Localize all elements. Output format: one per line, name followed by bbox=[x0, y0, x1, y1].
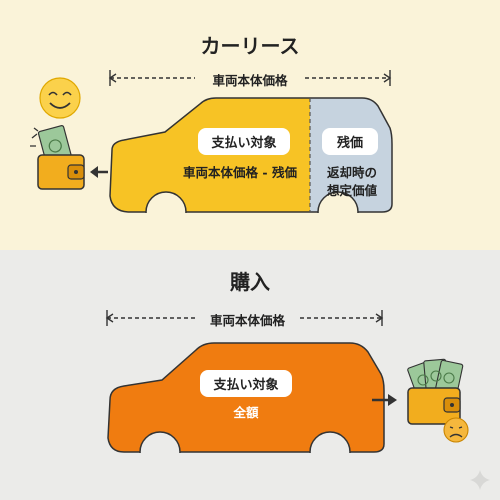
lease-payment-region bbox=[110, 98, 310, 212]
purchase-title: 購入 bbox=[230, 270, 270, 294]
purchase-car-icon bbox=[107, 342, 385, 473]
arrow-left-icon bbox=[90, 166, 108, 178]
lease-dimension-line bbox=[108, 70, 392, 86]
purchase-dimension-label: 車両本体価格 bbox=[209, 313, 285, 328]
lease-dimension-label: 車両本体価格 bbox=[212, 73, 288, 88]
smiley-face-icon bbox=[39, 77, 81, 119]
lease-title: カーリース bbox=[200, 34, 300, 58]
purchase-payment-amount: 全額 bbox=[233, 405, 259, 420]
sparkle-icon bbox=[470, 470, 490, 490]
arrow-right-icon bbox=[372, 394, 397, 406]
purchase-dimension-line bbox=[105, 310, 384, 326]
lease-wallet-icon bbox=[30, 125, 85, 190]
wallet-cash-icon bbox=[407, 358, 464, 425]
residual-pill: 残価 bbox=[322, 128, 378, 155]
lease-car-icon bbox=[109, 97, 393, 233]
lease-payment-pill: 支払い対象 bbox=[198, 128, 290, 155]
purchase-payment-pill: 支払い対象 bbox=[200, 370, 292, 397]
residual-line1: 返却時の bbox=[326, 165, 377, 180]
residual-line2: 想定価値 bbox=[326, 183, 377, 198]
lease-residual-region bbox=[310, 98, 392, 212]
sad-face-icon bbox=[443, 417, 469, 443]
lease-payment-formula: 車両本体価格 - 残価 bbox=[183, 165, 297, 180]
